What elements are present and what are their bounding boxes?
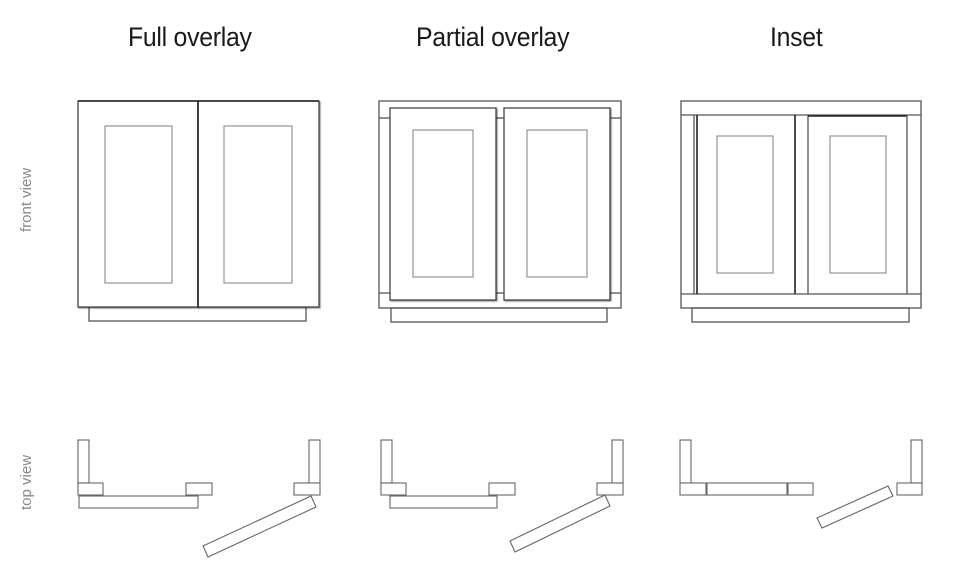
toe-kick [691,307,910,323]
right-door-panel [223,125,293,284]
right-side-panel [308,439,321,484]
center-frame [787,482,814,496]
toe-kick [88,306,307,322]
title-inset: Inset [770,22,823,52]
center-frame [488,482,516,496]
full-overlay-front-view [77,100,320,322]
left-door-panel [412,129,474,278]
inset-top-view [679,439,923,529]
left-side-panel [77,439,90,484]
left-door-panel [716,135,774,274]
left-door-panel [104,125,173,284]
closed-door [78,495,199,509]
left-frame [77,482,104,496]
open-door [816,485,894,529]
right-frame [596,482,624,496]
right-side-panel [910,439,923,484]
open-door [202,495,317,558]
right-frame [293,482,321,496]
right-door [503,107,611,301]
left-side-panel [679,439,692,484]
right-door [197,100,320,308]
right-door-panel [829,135,887,274]
open-door [509,494,611,553]
right-frame [896,482,923,496]
left-door [77,100,199,308]
toe-kick [390,307,608,323]
right-door-panel [526,129,588,278]
closed-door [389,495,498,509]
face-frame [680,100,922,309]
left-side-panel [380,439,393,484]
closed-door [706,482,788,496]
title-partial-overlay: Partial overlay [416,22,570,52]
title-full-overlay: Full overlay [128,22,252,52]
left-frame [380,482,407,496]
left-frame [679,482,707,496]
partial-overlay-top-view [380,439,624,553]
center-frame [185,482,213,496]
right-side-panel [611,439,624,484]
partial-overlay-front-view [378,100,622,323]
left-door [389,107,497,301]
inset-front-view [680,100,922,323]
full-overlay-top-view [77,439,321,558]
face-frame [378,100,622,309]
